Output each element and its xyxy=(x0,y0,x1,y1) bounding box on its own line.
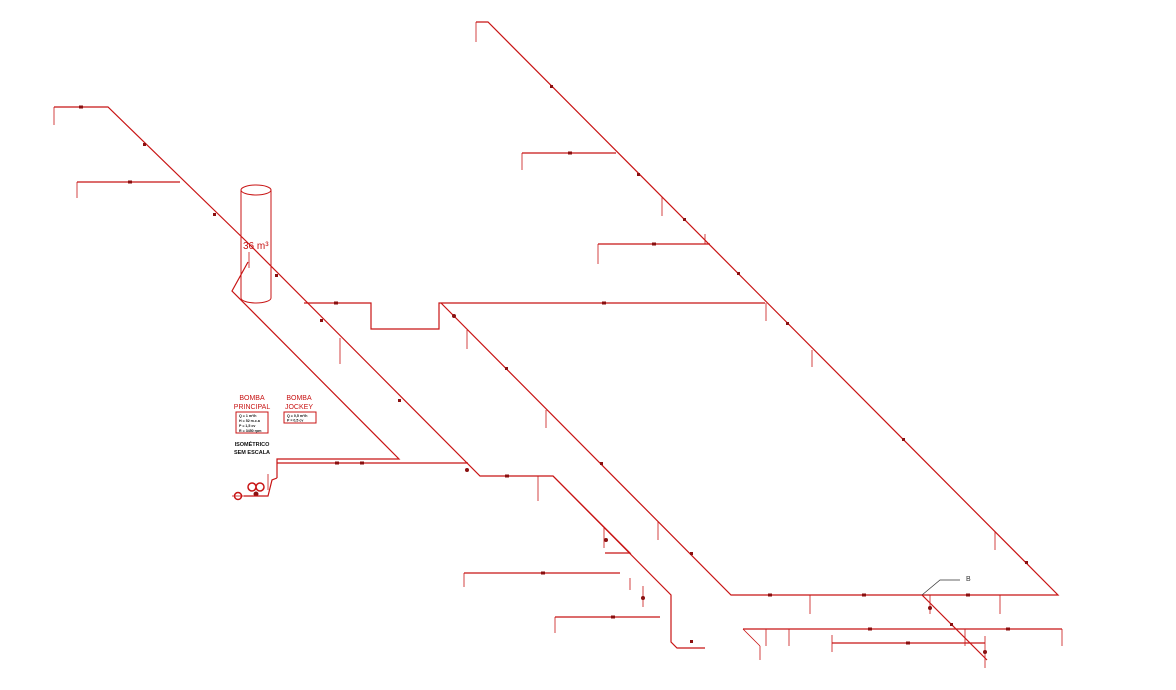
fitting-node xyxy=(505,474,509,478)
drawing-caption: ISOMÉTRICO SEM ESCALA xyxy=(234,440,270,456)
fitting-node xyxy=(143,143,146,146)
pipe-upper-left-main xyxy=(54,106,249,244)
pump-symbol xyxy=(255,482,265,492)
tank-bottom xyxy=(240,297,272,304)
pump-main-spec: R = 3450 rpm xyxy=(239,429,261,433)
pipe-lower-trunk-end xyxy=(552,475,705,649)
fitting-node xyxy=(928,606,932,610)
fitting-node xyxy=(335,461,339,465)
pump-jockey-title-2: JOCKEY xyxy=(285,404,313,411)
fitting-node xyxy=(611,615,615,619)
pipe-cross-connection xyxy=(304,302,765,330)
fitting-node xyxy=(683,218,686,221)
fitting-node xyxy=(568,151,572,155)
pump-main-title-2: PRINCIPAL xyxy=(234,404,271,411)
tank-top xyxy=(240,184,272,196)
fitting-node xyxy=(128,180,132,184)
pump-jockey-spec: Q = 0,5 m³/h xyxy=(287,414,307,418)
fitting-node xyxy=(786,322,789,325)
pump-main-spec: Q = 1 m³/h xyxy=(239,414,256,418)
fitting-node xyxy=(79,105,83,109)
fitting-node xyxy=(641,596,645,600)
pump-jockey-spec-box xyxy=(283,411,317,424)
fitting-node xyxy=(768,593,772,597)
fitting-node xyxy=(550,85,553,88)
fitting-node xyxy=(737,272,740,275)
pump-main-spec: H = 52 m.c.a xyxy=(239,419,261,423)
pipe-network xyxy=(53,21,1063,668)
fitting-node xyxy=(505,367,508,370)
fitting-node xyxy=(541,571,545,575)
pump-discharge-pipe xyxy=(244,477,278,497)
pump-main-spec-box xyxy=(235,411,269,434)
fitting-node xyxy=(320,319,323,322)
fitting-node xyxy=(1025,561,1028,564)
fitting-node xyxy=(604,538,608,542)
fitting-node xyxy=(452,314,456,318)
fitting-node xyxy=(690,640,693,643)
fitting-node xyxy=(906,641,910,645)
pump-symbol xyxy=(247,482,257,492)
pump-set-graphic xyxy=(232,474,278,501)
fitting-node xyxy=(690,552,693,555)
pipe-top-right-diagonal xyxy=(440,21,1060,596)
pipe-tank-outlet-loop xyxy=(231,261,401,478)
fitting-node xyxy=(465,468,469,472)
fitting-node xyxy=(950,623,953,626)
fitting-node xyxy=(868,627,872,631)
pump-main-info: BOMBA PRINCIPAL Q = 1 m³/h H = 52 m.c.a … xyxy=(234,395,271,434)
caption-line-1: ISOMÉTRICO xyxy=(235,440,271,448)
fitting-node xyxy=(360,461,364,465)
fitting-node xyxy=(334,301,338,305)
fitting-node xyxy=(862,593,866,597)
pipe-segment xyxy=(742,628,761,647)
fitting-node xyxy=(600,462,603,465)
pipe-bottom-right-diagonal xyxy=(921,594,988,661)
fitting-node xyxy=(1006,627,1010,631)
fitting-node xyxy=(637,173,640,176)
pipe-fittings xyxy=(79,85,1028,654)
pump-valve xyxy=(253,491,259,497)
fitting-node xyxy=(398,399,401,402)
water-tank: 36 m³ xyxy=(240,184,272,304)
marker-label: B xyxy=(966,576,971,583)
fitting-node xyxy=(275,274,278,277)
fitting-node xyxy=(213,213,216,216)
pump-main-spec: P = 1,5 cv xyxy=(239,424,255,428)
pump-jockey-title-1: BOMBA xyxy=(286,395,312,402)
fitting-node xyxy=(902,438,905,441)
fitting-node xyxy=(602,301,606,305)
fitting-node xyxy=(652,242,656,246)
marker-leader-line xyxy=(921,579,960,596)
fitting-node xyxy=(983,650,987,654)
pump-jockey-info: BOMBA JOCKEY Q = 0,5 m³/h P = 0,5 cv xyxy=(283,395,317,424)
pump-main-title-1: BOMBA xyxy=(239,395,265,402)
section-marker-b: B xyxy=(921,576,971,596)
pump-jockey-spec: P = 0,5 cv xyxy=(287,419,303,423)
caption-line-2: SEM ESCALA xyxy=(234,450,270,456)
tank-volume-label: 36 m³ xyxy=(243,241,269,252)
fitting-node xyxy=(966,593,970,597)
